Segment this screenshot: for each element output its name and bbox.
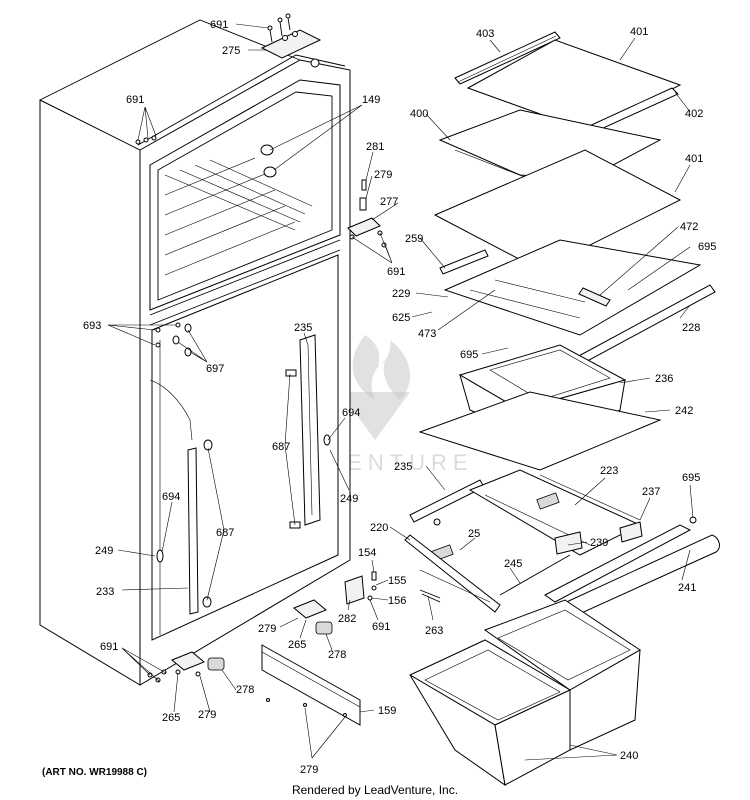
shelf-trim-403 xyxy=(454,31,561,85)
callout-697: 697 xyxy=(206,363,224,375)
callout-279-bottom: 279 xyxy=(300,764,318,776)
callout-275: 275 xyxy=(222,45,240,57)
callout-695-middle: 695 xyxy=(460,349,478,361)
callout-277: 277 xyxy=(380,196,398,208)
callout-279-center: 279 xyxy=(258,623,276,635)
watermark-logo xyxy=(340,335,411,440)
callout-278-left: 278 xyxy=(236,684,254,696)
callout-693: 693 xyxy=(83,320,101,332)
callout-236: 236 xyxy=(655,373,673,385)
center-hinge xyxy=(347,179,387,248)
callout-279-hinge: 279 xyxy=(374,169,392,181)
glass-shelf-lower xyxy=(433,149,682,271)
callout-249-right: 249 xyxy=(340,493,358,505)
callout-687-left: 687 xyxy=(216,527,234,539)
callout-237: 237 xyxy=(642,486,660,498)
callout-241: 241 xyxy=(678,582,696,594)
callout-242: 242 xyxy=(675,405,693,417)
callout-472: 472 xyxy=(680,221,698,233)
callout-282: 282 xyxy=(338,613,356,625)
leveling-leg-left xyxy=(171,651,225,677)
cabinet-shell xyxy=(39,19,351,686)
callout-694-left: 694 xyxy=(162,491,180,503)
shelf-rail-right xyxy=(285,334,321,529)
top-hinge xyxy=(260,29,322,59)
rendered-by-credit: Rendered by LeadVenture, Inc. xyxy=(291,783,459,797)
callout-156: 156 xyxy=(388,595,406,607)
drawer-slide-263 xyxy=(419,589,441,603)
callout-691-left-bottom: 691 xyxy=(100,641,118,653)
callout-263: 263 xyxy=(425,625,443,637)
callout-278-center: 278 xyxy=(328,649,346,661)
screws-top xyxy=(267,13,291,43)
callout-235-slide: 235 xyxy=(394,461,412,473)
crisper-cover-glass xyxy=(418,391,662,471)
callout-155: 155 xyxy=(388,575,406,587)
kick-plate-grille xyxy=(261,644,361,726)
callout-691-hinge: 691 xyxy=(387,266,405,278)
callout-691-left-top: 691 xyxy=(126,94,144,106)
shelf-rail-left xyxy=(156,434,331,615)
callout-154: 154 xyxy=(358,547,376,559)
callout-240: 240 xyxy=(620,750,638,762)
lower-hinge xyxy=(344,571,377,605)
callout-249-left: 249 xyxy=(95,545,113,557)
callout-25: 25 xyxy=(468,528,480,540)
crisper-drawers xyxy=(408,599,641,787)
callout-691-top: 691 xyxy=(210,19,228,31)
callout-259: 259 xyxy=(405,233,423,245)
callout-265-left: 265 xyxy=(162,712,180,724)
screws-left-top xyxy=(135,135,157,145)
callout-279-left: 279 xyxy=(198,709,216,721)
drawer-slide-235 xyxy=(409,479,485,523)
callout-402: 402 xyxy=(685,108,703,120)
freezer-grid xyxy=(164,157,313,276)
door-stop-bumpers xyxy=(260,144,277,178)
shelf-rail-259 xyxy=(439,249,489,275)
callout-233: 233 xyxy=(96,586,114,598)
callout-473: 473 xyxy=(418,328,436,340)
callout-239: 239 xyxy=(590,537,608,549)
callout-159: 159 xyxy=(378,705,396,717)
drawer-slide-220 xyxy=(404,534,501,613)
callout-265-center: 265 xyxy=(288,639,306,651)
callout-229: 229 xyxy=(392,288,410,300)
callout-691-lower-hinge: 691 xyxy=(372,621,390,633)
callout-401-lower: 401 xyxy=(685,153,703,165)
callout-245: 245 xyxy=(504,558,522,570)
callout-220: 220 xyxy=(370,522,388,534)
leveling-leg-center xyxy=(293,599,333,635)
callout-228: 228 xyxy=(682,322,700,334)
drawer-rod-245 xyxy=(499,554,571,596)
callout-223: 223 xyxy=(600,465,618,477)
leader-lines xyxy=(107,23,694,761)
callout-149: 149 xyxy=(362,94,380,106)
callout-687-right: 687 xyxy=(272,441,290,453)
drawer-slide-assembly xyxy=(430,469,643,562)
callout-235-cabinet: 235 xyxy=(294,322,312,334)
art-number: (ART NO. WR19988 C) xyxy=(42,767,148,778)
callout-625: 625 xyxy=(392,312,410,324)
callout-281: 281 xyxy=(366,141,384,153)
callout-400: 400 xyxy=(410,108,428,120)
callout-694-right: 694 xyxy=(342,407,360,419)
callout-695-lower: 695 xyxy=(682,472,700,484)
callout-403: 403 xyxy=(476,28,494,40)
callout-695-upper: 695 xyxy=(698,241,716,253)
callout-401-top: 401 xyxy=(630,26,648,38)
callout-labels: 691 275 691 149 281 279 277 691 693 697 … xyxy=(83,19,716,776)
